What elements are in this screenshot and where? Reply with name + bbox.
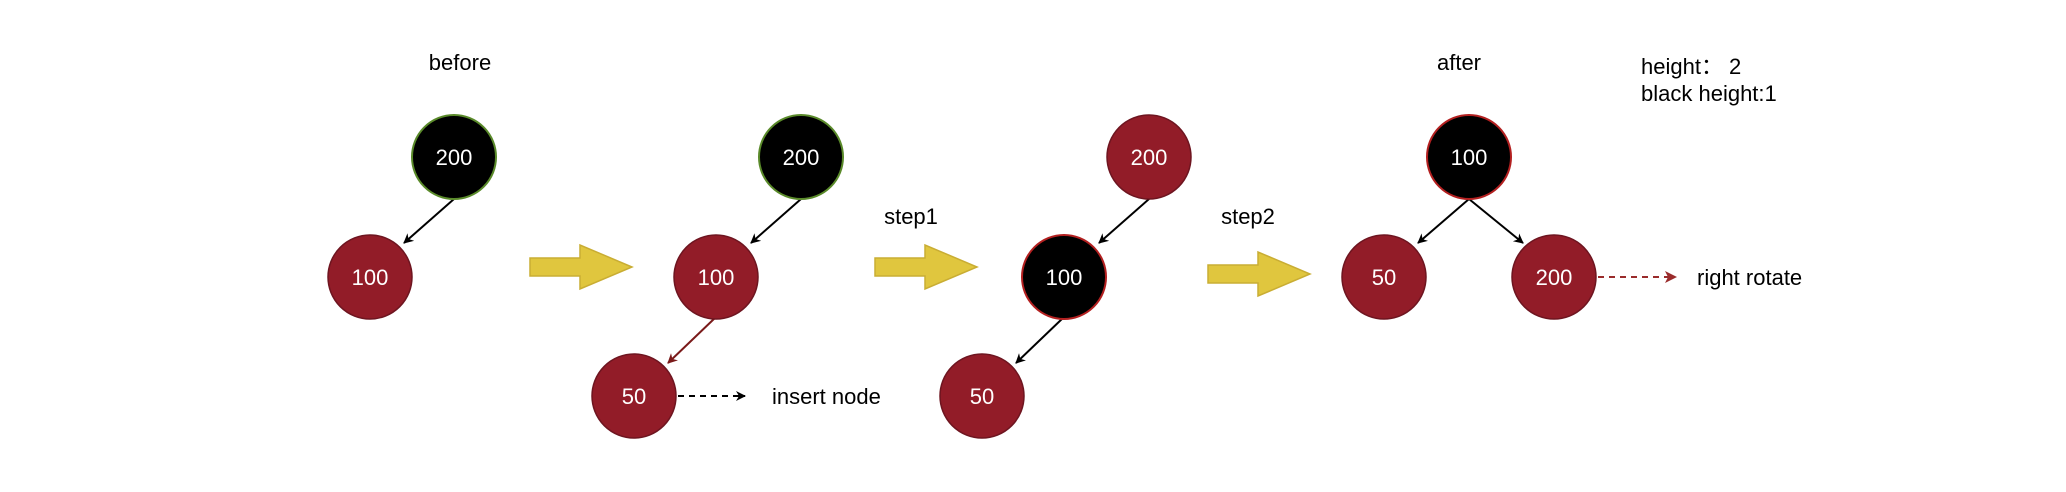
step2-label: step2 <box>1221 204 1275 229</box>
transition-arrow <box>529 243 634 291</box>
transition-arrow <box>1207 250 1312 298</box>
tree-node-new: 50 <box>591 353 677 439</box>
tree-node: 100 <box>1021 234 1107 320</box>
edge-100-to-200 <box>1468 198 1524 244</box>
svg-text:100: 100 <box>1451 145 1488 170</box>
black-height-label: black height:1 <box>1641 81 1777 106</box>
edge-200-to-100 <box>750 198 802 244</box>
transition-arrow <box>874 243 979 291</box>
tree-node: 50 <box>939 353 1025 439</box>
edge-200-to-100 <box>1098 198 1150 244</box>
tree-node: 50 <box>1341 234 1427 320</box>
height-label: height： 2 <box>1641 54 1741 79</box>
tree-node: 100 <box>1426 114 1512 200</box>
svg-text:200: 200 <box>1131 145 1168 170</box>
svg-text:200: 200 <box>436 145 473 170</box>
tree-node: 100 <box>327 234 413 320</box>
tree-node: 200 <box>411 114 497 200</box>
tree-node: 100 <box>673 234 759 320</box>
step1-label: step1 <box>884 204 938 229</box>
svg-text:100: 100 <box>698 265 735 290</box>
svg-text:100: 100 <box>1046 265 1083 290</box>
svg-text:100: 100 <box>352 265 389 290</box>
svg-text:50: 50 <box>1372 265 1396 290</box>
insert-node-label: insert node <box>772 384 881 409</box>
svg-text:200: 200 <box>783 145 820 170</box>
svg-text:50: 50 <box>622 384 646 409</box>
svg-text:200: 200 <box>1536 265 1573 290</box>
right-rotate-label: right rotate <box>1697 265 1802 290</box>
after-label: after <box>1437 50 1481 75</box>
edge-100-to-50 <box>1417 198 1470 244</box>
svg-text:50: 50 <box>970 384 994 409</box>
tree-node: 200 <box>758 114 844 200</box>
tree-node: 200 <box>1106 114 1192 200</box>
tree-node: 200 <box>1511 234 1597 320</box>
before-label: before <box>429 50 491 75</box>
edge-100-to-50-new <box>667 316 717 364</box>
edge-200-to-100 <box>403 198 455 244</box>
edge-100-to-50 <box>1015 316 1065 364</box>
